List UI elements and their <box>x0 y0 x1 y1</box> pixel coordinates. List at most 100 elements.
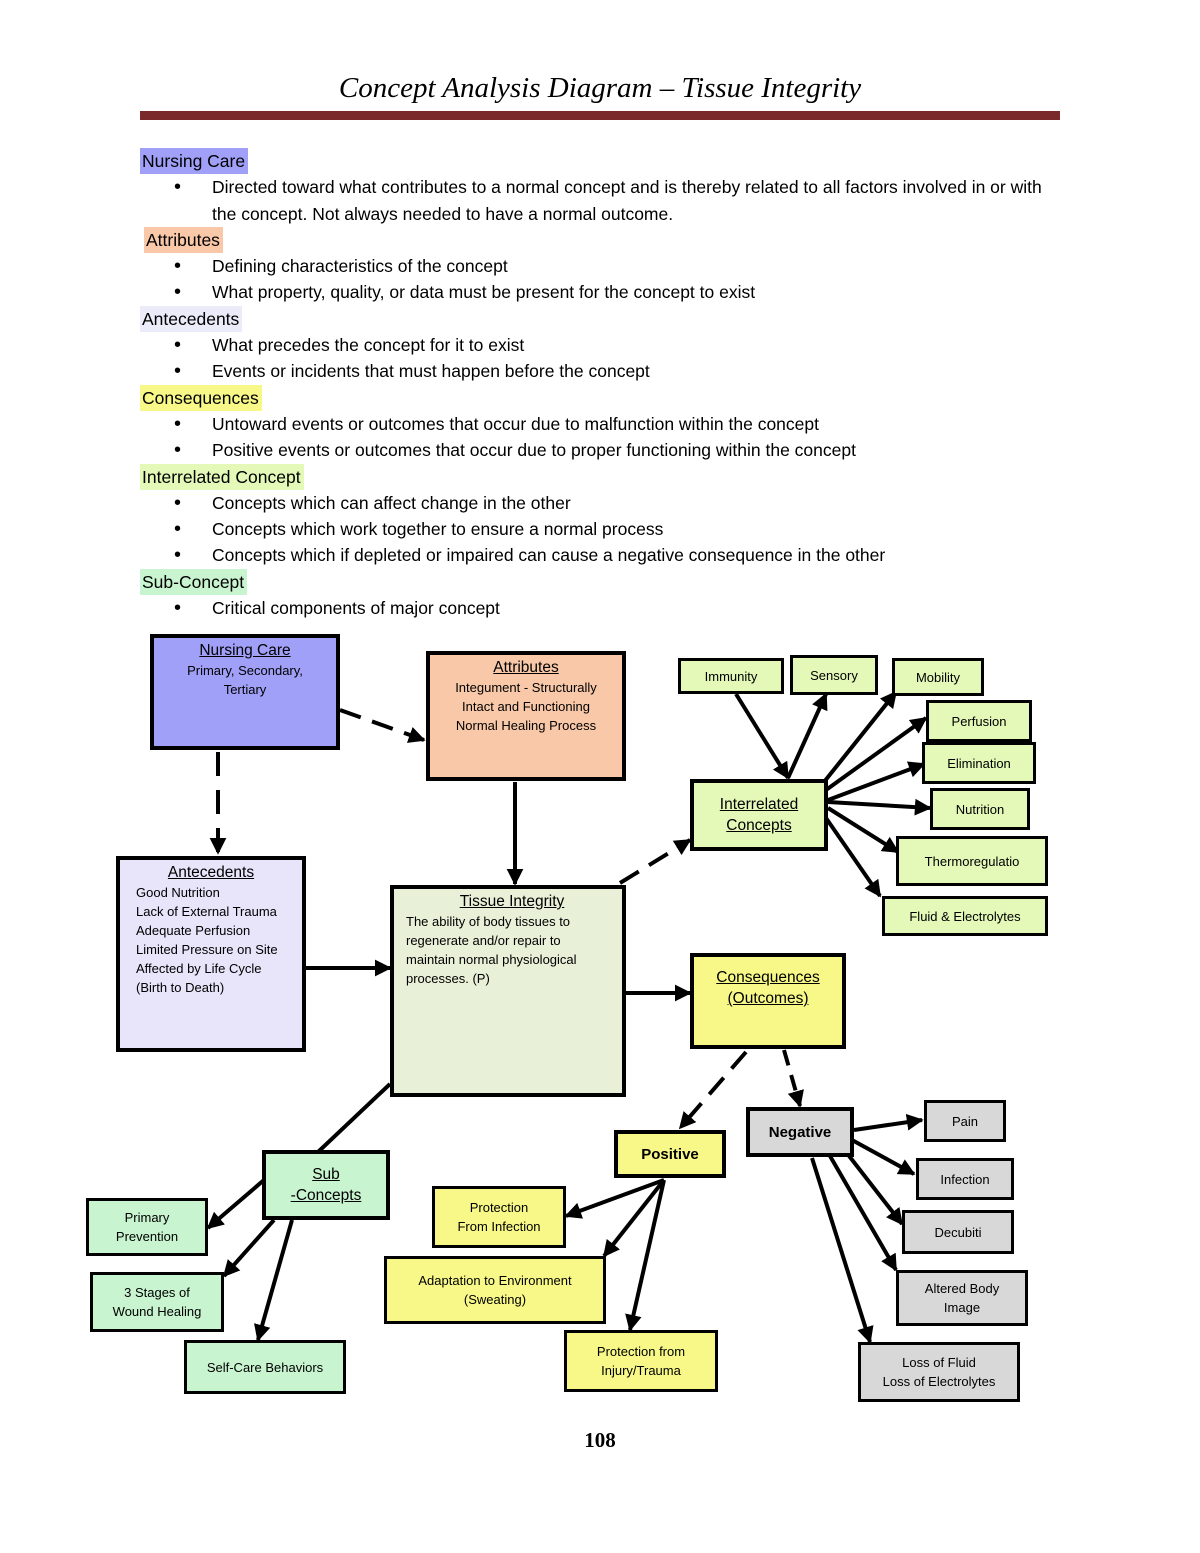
negative-infection: Infection <box>916 1158 1014 1200</box>
interrelated-immunity: Immunity <box>678 658 784 694</box>
node-nursing-care-body: Primary, Secondary, Tertiary <box>187 663 303 697</box>
arrow-sub-to-primary <box>206 1178 266 1230</box>
interrelated-sensory: Sensory <box>790 655 878 695</box>
legend-heading-subconcept: Sub-Concept <box>140 568 248 596</box>
legend-heading-interrelated: Interrelated Concept <box>140 463 304 490</box>
page-number: 108 <box>584 1428 616 1452</box>
legend-section-interrelated: Interrelated Concept Concepts which can … <box>140 463 1060 569</box>
arrow-consequences-to-positive <box>678 1050 748 1130</box>
node-tissue-integrity-body: The ability of body tissues to regenerat… <box>406 914 577 986</box>
interrelated-perfusion-label: Perfusion <box>951 713 1007 729</box>
negative-decubiti-label: Decubiti <box>934 1224 982 1240</box>
interrelated-mobility: Mobility <box>892 658 984 696</box>
arrow-positive-to-protection-infection <box>564 1178 665 1219</box>
legend-section-nursing-care: Nursing Care Directed toward what contri… <box>140 148 1060 227</box>
legend-section-attributes: Attributes Defining characteristics of t… <box>140 226 1060 306</box>
negative-loss-label: Loss of Fluid Loss of Electrolytes <box>882 1355 996 1389</box>
arrow-nursing-to-attributes <box>339 708 426 743</box>
arrow-negative-to-decubiti <box>844 1150 904 1226</box>
interrelated-immunity-label: Immunity <box>704 668 758 684</box>
legend-bullet: Defining characteristics of the concept <box>140 253 1060 280</box>
legend-section-consequences: Consequences Untoward events or outcomes… <box>140 384 1060 464</box>
legend-heading-attributes: Attributes <box>144 226 223 254</box>
node-tissue-integrity: Tissue Integrity The ability of body tis… <box>390 885 626 1097</box>
arrow-interrelated-to-perfusion <box>824 716 928 792</box>
positive-protection-infection: Protection From Infection <box>432 1186 566 1248</box>
interrelated-fluid-label: Fluid & Electrolytes <box>909 908 1021 924</box>
legend-bullet: Directed toward what contributes to a no… <box>140 174 1060 227</box>
positive-protection-infection-label: Protection From Infection <box>457 1200 541 1234</box>
legend-bullet: What property, quality, or data must be … <box>140 279 1060 306</box>
legend-bullet: What precedes the concept for it to exis… <box>140 332 1060 359</box>
sub-stages-healing-label: 3 Stages of Wound Healing <box>112 1285 202 1319</box>
arrow-negative-to-loss <box>810 1157 874 1344</box>
arrow-consequences-to-negative <box>782 1049 804 1108</box>
node-attributes-body: Integument - Structurally Intact and Fun… <box>455 680 597 733</box>
arrow-interrelated-to-thermo <box>826 806 900 854</box>
arrow-negative-to-altered <box>828 1154 898 1272</box>
interrelated-mobility-label: Mobility <box>915 669 961 685</box>
legend-bullet: Critical components of major concept <box>140 595 1060 622</box>
sub-selfcare-label: Self-Care Behaviors <box>206 1359 324 1375</box>
arrow-interrelated-to-mobility <box>822 690 898 784</box>
arrow-negative-to-infection <box>851 1138 916 1176</box>
legend: Nursing Care Directed toward what contri… <box>140 148 1060 622</box>
legend-section-antecedents: Antecedents What precedes the concept fo… <box>140 305 1060 385</box>
legend-heading-nursing-care: Nursing Care <box>140 148 249 175</box>
interrelated-thermo: Thermoregulatio <box>896 836 1048 886</box>
legend-heading-consequences: Consequences <box>140 384 262 411</box>
negative-decubiti: Decubiti <box>902 1210 1014 1254</box>
node-interrelated-title: Interrelated Concepts <box>719 796 799 834</box>
node-consequences: Consequences (Outcomes) <box>690 953 846 1049</box>
negative-pain: Pain <box>924 1100 1006 1142</box>
legend-bullet: Concepts which work together to ensure a… <box>140 516 1060 543</box>
node-negative: Negative <box>746 1107 854 1157</box>
node-antecedents: Antecedents Good Nutrition Lack of Exter… <box>116 856 306 1052</box>
page-title: Concept Analysis Diagram – Tissue Integr… <box>338 72 862 104</box>
interrelated-sensory-label: Sensory <box>810 667 858 683</box>
legend-bullet: Concepts which can affect change in the … <box>140 490 1060 517</box>
sub-primary-prevention: Primary Prevention <box>86 1198 208 1256</box>
arrow-interrelated-to-sensory <box>786 692 828 779</box>
node-nursing-care: Nursing Care Primary, Secondary, Tertiar… <box>150 634 340 750</box>
node-attributes: Attributes Integument - Structurally Int… <box>426 651 626 781</box>
node-attributes-title: Attributes <box>493 659 559 676</box>
arrow-interrelated-to-elimination <box>827 761 926 802</box>
positive-adaptation: Adaptation to Environment (Sweating) <box>384 1256 606 1324</box>
positive-adaptation-label: Adaptation to Environment (Sweating) <box>418 1273 572 1307</box>
link-tissue-to-subconcepts <box>316 1082 392 1154</box>
legend-bullet: Events or incidents that must happen bef… <box>140 358 1060 385</box>
positive-protection-injury-label: Protection from Injury/Trauma <box>596 1344 686 1378</box>
interrelated-elimination-label: Elimination <box>947 755 1011 771</box>
interrelated-thermo-label: Thermoregulatio <box>924 853 1020 869</box>
node-interrelated: Interrelated Concepts <box>690 779 828 851</box>
arrow-positive-to-protection-injury <box>625 1179 666 1332</box>
interrelated-nutrition: Nutrition <box>930 788 1030 830</box>
node-antecedents-body: Good Nutrition Lack of External Trauma A… <box>136 885 278 995</box>
interrelated-fluid: Fluid & Electrolytes <box>882 896 1048 936</box>
negative-infection-label: Infection <box>940 1171 990 1187</box>
node-positive-title: Positive <box>641 1145 699 1163</box>
legend-section-subconcept: Sub-Concept Critical components of major… <box>140 568 1060 622</box>
interrelated-elimination: Elimination <box>922 742 1036 784</box>
node-consequences-title: Consequences (Outcomes) <box>716 969 820 1007</box>
node-nursing-care-title: Nursing Care <box>199 642 291 659</box>
arrow-interrelated-to-nutrition <box>827 798 932 816</box>
node-negative-title: Negative <box>768 1123 832 1141</box>
legend-heading-antecedents: Antecedents <box>140 305 243 333</box>
arrow-sub-to-stages <box>222 1218 276 1278</box>
node-subconcepts-title: Sub -Concepts <box>290 1166 362 1204</box>
node-tissue-integrity-title: Tissue Integrity <box>459 893 565 910</box>
negative-altered: Altered Body Image <box>896 1270 1028 1326</box>
sub-stages-healing: 3 Stages of Wound Healing <box>90 1272 224 1332</box>
interrelated-nutrition-label: Nutrition <box>955 801 1005 817</box>
negative-pain-label: Pain <box>951 1113 979 1129</box>
arrow-immunity-to-interrelated <box>734 692 790 780</box>
sub-primary-prevention-label: Primary Prevention <box>115 1210 179 1244</box>
positive-protection-injury: Protection from Injury/Trauma <box>564 1330 718 1392</box>
legend-bullet: Concepts which if depleted or impaired c… <box>140 542 1060 569</box>
negative-loss: Loss of Fluid Loss of Electrolytes <box>858 1342 1020 1402</box>
sub-selfcare: Self-Care Behaviors <box>184 1340 346 1394</box>
arrow-sub-to-selfcare <box>254 1219 294 1342</box>
